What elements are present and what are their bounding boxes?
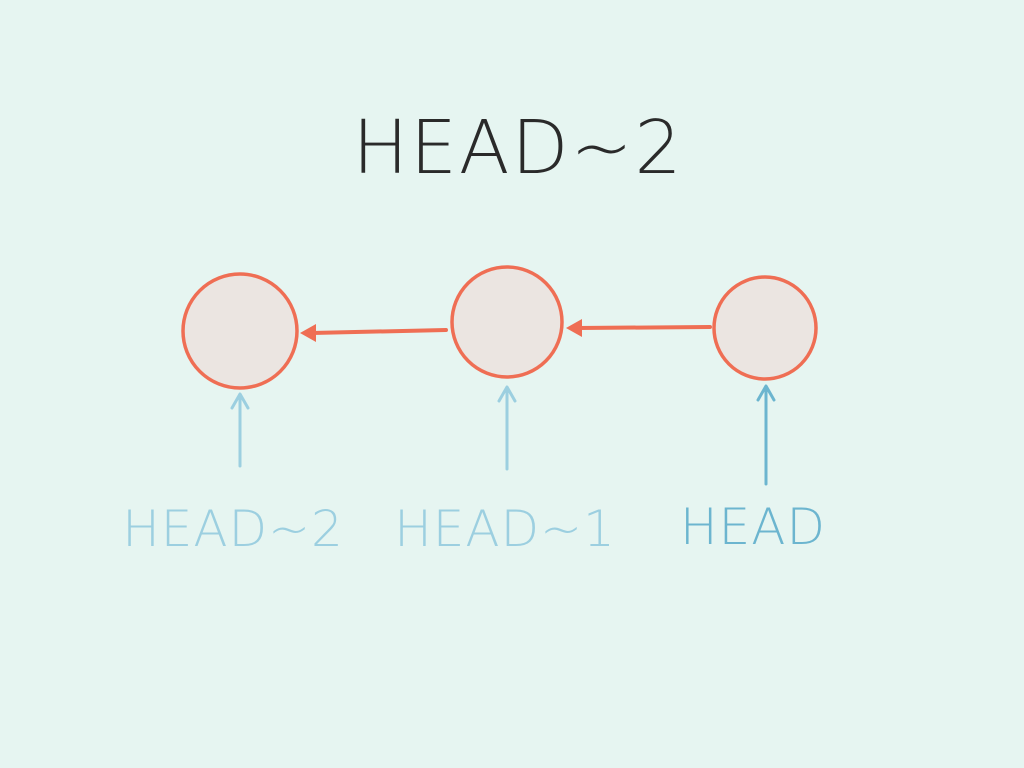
ref-arrow-head-2 (230, 392, 250, 468)
commit-node-head-1 (450, 265, 564, 379)
ref-label-head-1: HEAD~1 (394, 500, 616, 558)
ref-arrow-head-1 (497, 385, 517, 471)
parent-link-1-to-2 (300, 324, 448, 342)
ref-label-head: HEAD (680, 498, 826, 556)
parent-link-0-to-1 (566, 319, 712, 337)
ref-label-head-2: HEAD~2 (122, 500, 344, 558)
diagram-title: HEAD~2 (352, 105, 683, 191)
commit-node-head-2 (181, 272, 299, 390)
ref-arrow-head (756, 384, 776, 486)
commit-node-head (712, 275, 818, 381)
